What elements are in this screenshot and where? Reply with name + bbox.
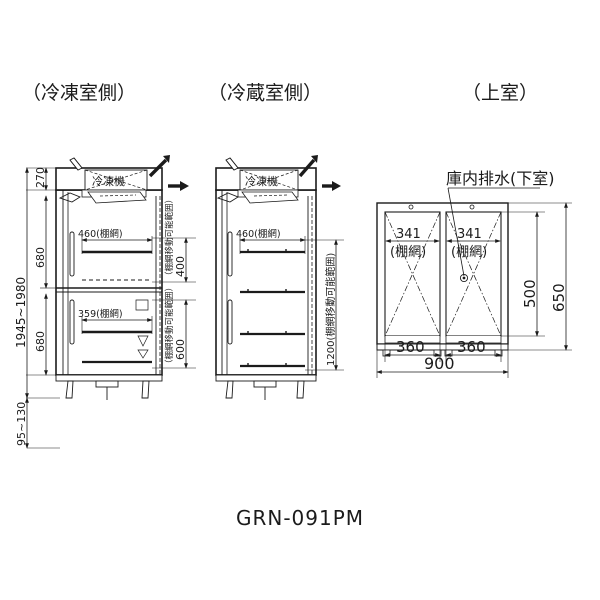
header-upper-room: （上室） bbox=[462, 82, 539, 104]
right-dim-900: 900 bbox=[424, 354, 455, 373]
header-freezer-side: （冷凍室側） bbox=[22, 82, 137, 104]
left-unit-label: 冷凍機 bbox=[92, 174, 125, 188]
right-left-shelf-depth: 341 bbox=[396, 227, 421, 242]
right-dim-360-left: 360 bbox=[396, 338, 425, 356]
left-dim-270: 270 bbox=[34, 167, 47, 188]
left-upper-shelf-width: 460(棚網) bbox=[78, 228, 123, 240]
middle-shelf-range: 1200(棚網移動可能範囲) bbox=[324, 253, 337, 366]
left-note-shelf-range-upper: （棚網移動可能範囲） bbox=[164, 195, 175, 280]
left-dim-680-lower: 680 bbox=[34, 331, 47, 352]
right-left-shelf-note: (棚網) bbox=[390, 245, 426, 260]
middle-view-group: 冷凍機 bbox=[215, 155, 344, 400]
header-fridge-side: （冷蔵室側） bbox=[208, 82, 323, 104]
middle-unit-label: 冷凍機 bbox=[245, 174, 278, 188]
left-dim-overall-height: 1945~1980 bbox=[14, 277, 28, 348]
right-right-shelf-note: (棚網) bbox=[451, 245, 487, 260]
left-lower-shelf-width: 359(棚網) bbox=[78, 308, 123, 320]
right-drain-label: 庫内排水(下室) bbox=[446, 169, 555, 188]
left-note-shelf-range-lower: （棚網移動可能範囲） bbox=[164, 283, 175, 368]
left-dim-leg-height: 95~130 bbox=[15, 402, 28, 446]
left-dim-shelf-range-400: 400 bbox=[174, 256, 187, 277]
left-dim-shelf-range-600: 600 bbox=[174, 339, 187, 360]
right-dim-500: 500 bbox=[521, 279, 539, 308]
left-view-group: 冷凍機 bbox=[14, 155, 196, 449]
model-number: GRN-091PM bbox=[235, 506, 365, 530]
right-view-group: 341 (棚網) 341 (棚網) 庫内排水(下室) 500 bbox=[376, 169, 572, 378]
right-right-shelf-depth: 341 bbox=[457, 227, 482, 242]
right-dim-360-right: 360 bbox=[457, 338, 486, 356]
middle-shelf-width: 460(棚網) bbox=[236, 228, 281, 240]
right-dim-650: 650 bbox=[550, 283, 568, 312]
left-dim-680-upper: 680 bbox=[34, 247, 47, 268]
